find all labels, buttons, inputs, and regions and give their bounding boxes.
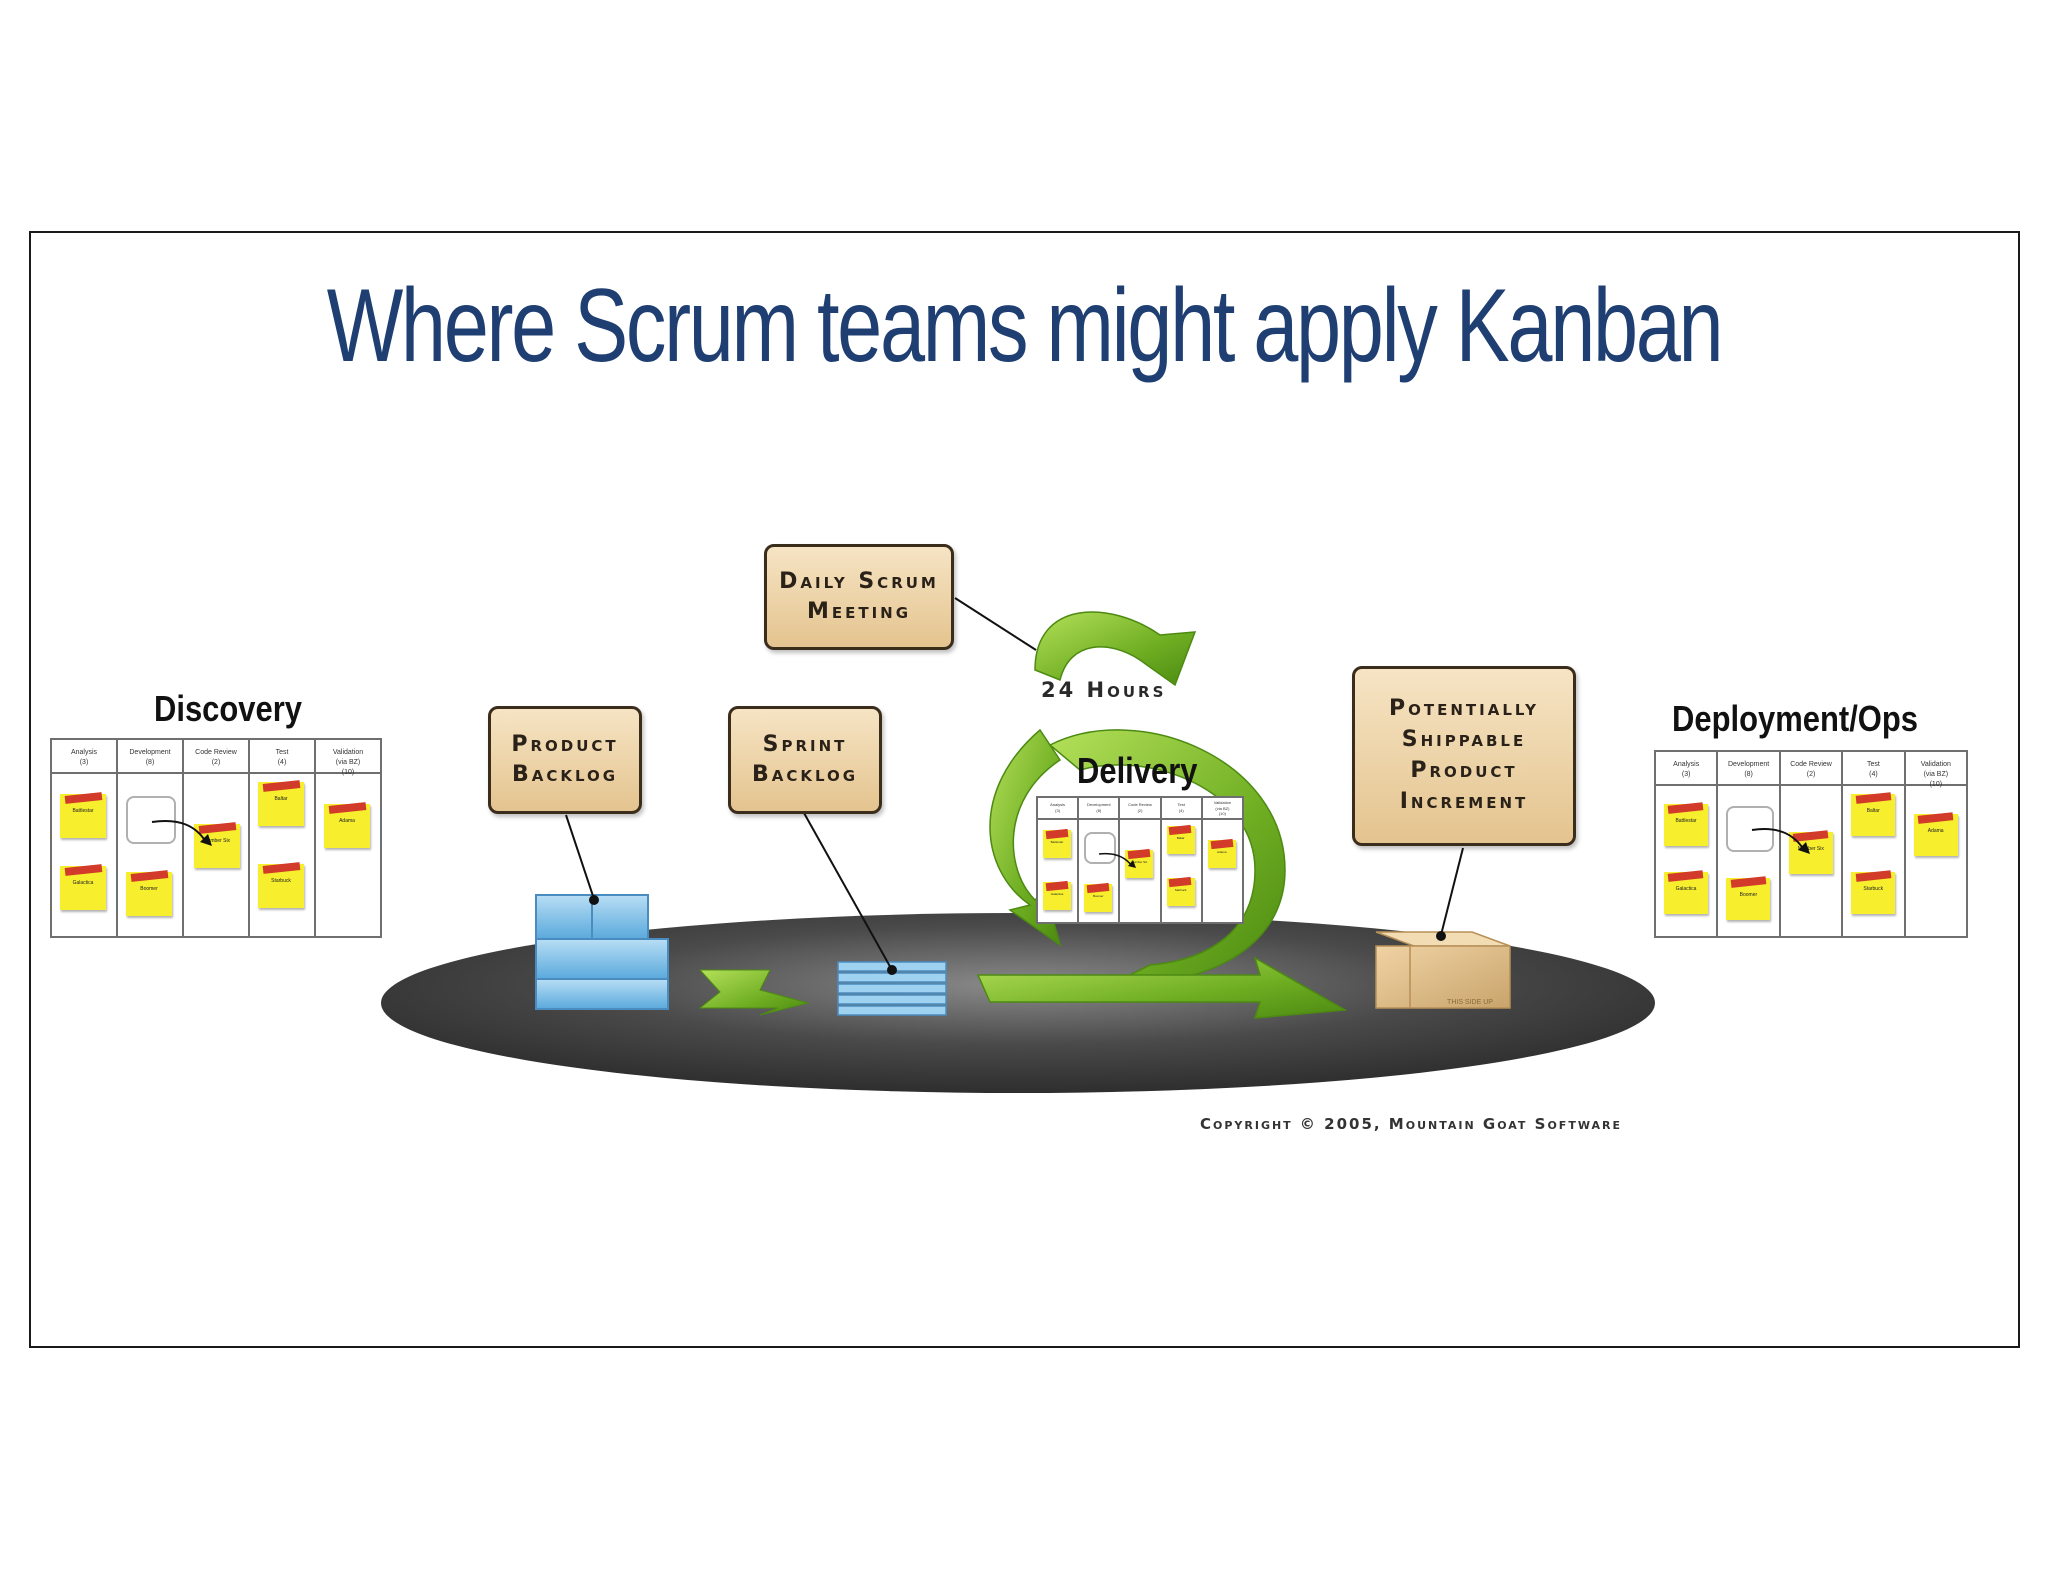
kanban-column: Development(8) Boomer (1718, 752, 1781, 936)
increment-line-1: Potentially (1389, 696, 1539, 722)
kanban-column: Code Review(2) Number Six (1780, 752, 1844, 936)
kanban-column: Test(4) Baltar Starbuck (1161, 798, 1203, 922)
kanban-column: Validation(via BZ)(10) Adama (316, 740, 380, 936)
kanban-empty-slot (1084, 832, 1117, 864)
kanban-column: Analysis(3) Battlestar Galactica (1038, 798, 1080, 922)
daily-scrum-callout: Daily Scrum Meeting (764, 544, 954, 650)
kanban-card: Battlestar (60, 794, 106, 838)
increment-line-2: Shippable (1401, 727, 1527, 753)
kanban-column: Development(8) Boomer (118, 740, 184, 936)
kanban-card: Galactica (1043, 882, 1071, 910)
kanban-card: Number Six (1125, 850, 1154, 878)
kanban-card: Baltar (258, 782, 304, 826)
kanban-card: Adama (1207, 840, 1236, 868)
daily-scrum-line-1: Daily Scrum (779, 569, 939, 595)
daily-scrum-line-2: Meeting (806, 599, 912, 624)
copyright-text: Copyright © 2005, Mountain Goat Software (1200, 1115, 1622, 1133)
kanban-card: Galactica (60, 866, 106, 910)
sprint-backlog-line-2: Backlog (751, 762, 859, 787)
kanban-card: Number Six (194, 824, 240, 868)
product-backlog-callout: Product Backlog (488, 706, 642, 814)
kanban-card: Battlestar (1043, 830, 1071, 858)
kanban-card: Adama (1913, 814, 1958, 856)
kanban-board-discovery: Analysis(3) Battlestar Galactica Develop… (50, 738, 382, 938)
sprint-backlog-callout: Sprint Backlog (728, 706, 882, 814)
kanban-card: Baltar (1166, 826, 1195, 854)
kanban-card: Number Six (1788, 832, 1833, 874)
shippable-box: THIS SIDE UP (1375, 931, 1511, 1009)
product-backlog-line-1: Product (511, 732, 619, 758)
increment-line-4: Increment (1399, 788, 1529, 814)
kanban-card: Boomer (1726, 878, 1771, 920)
sprint-backlog-line-1: Sprint (762, 732, 848, 758)
kanban-card: Starbuck (258, 864, 304, 908)
kanban-column: Test(4) Baltar Starbuck (250, 740, 316, 936)
kanban-empty-slot (1726, 806, 1775, 852)
kanban-card: Starbuck (1851, 872, 1896, 914)
deployment-label: Deployment/Ops (1672, 698, 1919, 739)
kanban-column: Validation(via BZ)(10) Adama (1202, 798, 1243, 922)
kanban-card: Battlestar (1664, 804, 1708, 846)
kanban-column: Test(4) Baltar Starbuck (1843, 752, 1906, 936)
box-stamp-text: THIS SIDE UP (1447, 999, 1493, 1006)
kanban-column: Validation(via BZ)(10) Adama (1905, 752, 1967, 936)
kanban-card: Adama (324, 804, 370, 848)
kanban-column: Analysis(3) Battlestar Galactica (52, 740, 118, 936)
kanban-column: Analysis(3) Battlestar Galactica (1656, 752, 1719, 936)
flow-arrow-1 (698, 969, 810, 1016)
discovery-label: Discovery (154, 688, 303, 729)
kanban-card: Starbuck (1166, 878, 1195, 906)
kanban-column: Code Review(2) Number Six (1120, 798, 1162, 922)
increment-line-3: Product (1410, 758, 1518, 783)
platform-ellipse (381, 913, 1655, 1093)
callout-pointers (565, 597, 1464, 975)
delivery-label: Delivery (1077, 750, 1198, 791)
kanban-board-deployment: Analysis(3) Battlestar Galactica Develop… (1654, 750, 1968, 938)
kanban-empty-slot (126, 796, 176, 844)
sprint-loop-arrow (976, 611, 1348, 1019)
kanban-column: Code Review(2) Number Six (184, 740, 250, 936)
hours-label: 24 Hours (1041, 678, 1167, 702)
kanban-card: Boomer (1084, 884, 1113, 912)
kanban-card: Boomer (126, 872, 172, 916)
increment-callout: Potentially Shippable Product Increment (1352, 666, 1576, 846)
product-backlog-blocks (535, 894, 669, 1010)
slide-title: Where Scrum teams might apply Kanban (326, 268, 1724, 384)
product-backlog-line-2: Backlog (511, 762, 619, 787)
kanban-column: Development(8) Boomer (1079, 798, 1121, 922)
kanban-board-delivery: Analysis(3) Battlestar Galactica Develop… (1036, 796, 1244, 924)
kanban-card: Galactica (1664, 872, 1708, 914)
kanban-card: Baltar (1851, 794, 1896, 836)
